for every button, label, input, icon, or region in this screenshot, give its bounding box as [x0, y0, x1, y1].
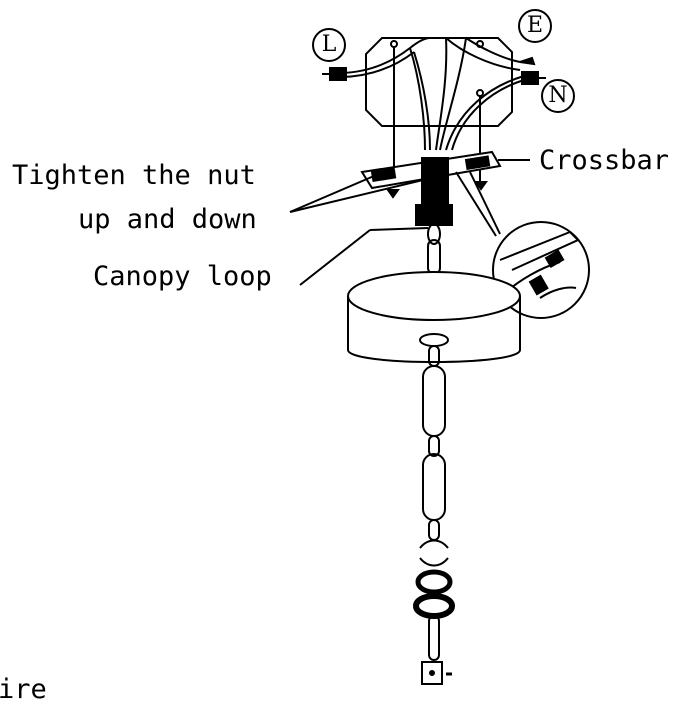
fixture-hook	[421, 661, 452, 685]
live-terminal-marker: L	[321, 32, 337, 57]
supply-wires	[341, 37, 525, 151]
crossbar-label: Crossbar	[539, 145, 670, 176]
wire-connector-right	[519, 56, 546, 85]
canopy	[347, 271, 521, 363]
canopy-loop	[299, 223, 441, 286]
tighten-nut-label: Tighten the nut	[12, 160, 256, 191]
neutral-terminal-marker: N	[548, 83, 568, 108]
junction-box	[365, 37, 513, 127]
canopy-loop-label: Canopy loop	[93, 261, 272, 292]
chain	[413, 345, 455, 661]
earth-terminal-marker: E	[526, 13, 544, 38]
up-and-down-label: up and down	[78, 204, 257, 235]
wire-connector-left	[322, 67, 347, 81]
threaded-nipple	[415, 157, 453, 226]
